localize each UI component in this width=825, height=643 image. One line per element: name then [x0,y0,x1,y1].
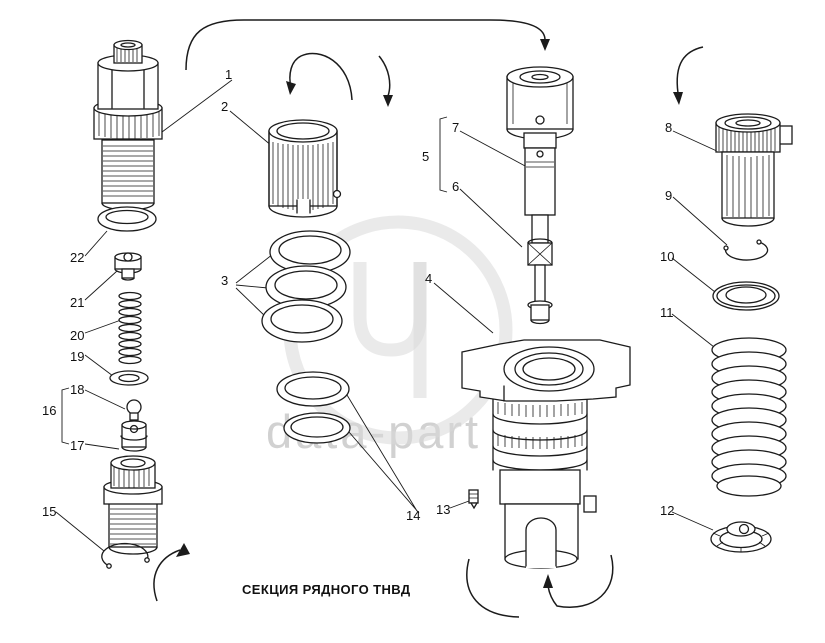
leader-14 [346,394,420,514]
callout-20: 20 [70,328,85,343]
callout-9: 9 [665,188,673,203]
leader-6 [459,188,523,248]
callout-17: 17 [70,438,85,453]
callout-19: 19 [70,349,85,364]
snap-ring-15 [101,542,150,569]
leader-22 [84,230,108,257]
leader-7 [459,130,528,168]
leader-17 [84,443,120,450]
leader-18 [84,389,126,410]
lower-fitting [103,455,163,555]
arrowhead-right [673,92,683,105]
callout-15: 15 [42,504,57,519]
leader-8 [672,130,720,153]
callout-12: 12 [660,503,675,518]
washer-10 [712,281,780,311]
arrowhead-mid [383,95,393,107]
arrowhead-top [540,39,550,51]
callout-18: 18 [70,382,85,397]
leader-10 [671,257,716,293]
flange-4 [461,339,631,402]
callout-6: 6 [452,179,460,194]
arrowhead-rotate [286,81,296,95]
bush-17 [120,420,148,452]
leader-1 [161,79,233,133]
diagram-caption: СЕКЦИЯ РЯДНОГО ТНВД [242,582,411,597]
leader-11 [671,313,715,348]
poppet-18 [126,399,142,421]
leader-9 [672,196,728,246]
bracket-5 [439,116,448,193]
callout-22: 22 [70,250,85,265]
valve-21 [114,252,142,281]
callout-5: 5 [422,149,430,164]
leader-19 [84,354,114,377]
pump-barrel [492,396,597,569]
callout-14: 14 [406,508,421,523]
delivery-valve-holder [93,39,163,211]
toothed-bushing-8 [715,113,793,227]
rings-14 [276,371,351,444]
spring-seat-12 [710,521,772,553]
bracket-16 [61,387,70,445]
leader-20 [84,319,122,334]
leader-lines [55,79,728,552]
callout-13: 13 [436,502,451,517]
leader-12 [671,511,714,531]
leader-2 [229,110,273,147]
assembly-arrows [153,19,704,618]
callout-16: 16 [42,403,57,418]
arrowhead-bottom-center [543,574,553,588]
control-sleeve-2 [268,119,342,218]
plunger-assembly [506,66,574,325]
callout-10: 10 [660,249,675,264]
callout-3: 3 [221,273,229,288]
arrowhead-bottom-left [176,543,190,557]
leader-4 [433,282,494,334]
spring-11 [711,337,787,497]
leader-21 [84,270,118,301]
spring-20 [118,291,142,365]
leader-3 [235,253,274,320]
rings-3 [261,230,351,343]
callout-4: 4 [425,271,433,286]
leader-15 [55,511,105,552]
callout-1: 1 [225,67,233,82]
leader-13 [449,500,470,509]
callout-7: 7 [452,120,460,135]
callout-21: 21 [70,295,85,310]
seal-ring-22 [97,206,157,232]
washer-19 [109,370,149,386]
callout-11: 11 [660,305,674,320]
pin-13 [468,489,479,510]
snap-ring-9 [723,239,769,261]
callout-2: 2 [221,99,229,114]
callout-8: 8 [665,120,673,135]
